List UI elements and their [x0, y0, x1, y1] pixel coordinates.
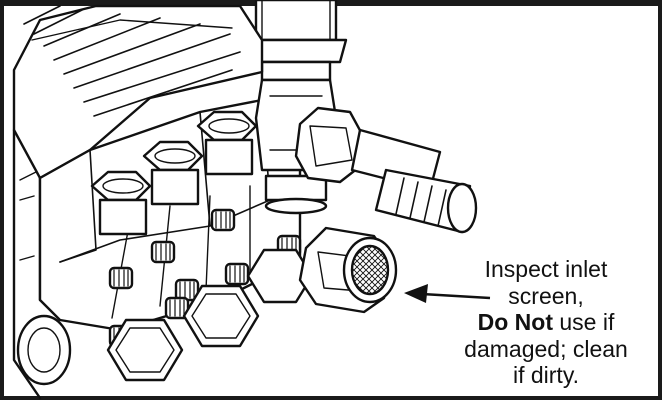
hex-cap [196, 110, 258, 176]
caption-line: Inspect inlet [484, 256, 608, 282]
pointer-arrow-icon [404, 284, 491, 303]
caption-line: screen, [508, 282, 584, 309]
caption-line: if dirty. [512, 362, 580, 388]
hex-cap [142, 140, 204, 206]
caption-emphasis: Do Not [477, 309, 553, 335]
caption-line: Do Not use if [436, 309, 656, 336]
inlet-fitting [298, 226, 398, 314]
hex-cap [90, 170, 152, 236]
bottom-hex-fittings [16, 248, 314, 386]
inlet-screen [350, 244, 390, 296]
inspection-caption: Inspect inlet screen, Do Not use if dama… [436, 256, 656, 389]
caption-text: use if [553, 309, 615, 335]
outlet-quick-connect [294, 106, 478, 234]
caption-line: damaged; clean [464, 335, 628, 362]
